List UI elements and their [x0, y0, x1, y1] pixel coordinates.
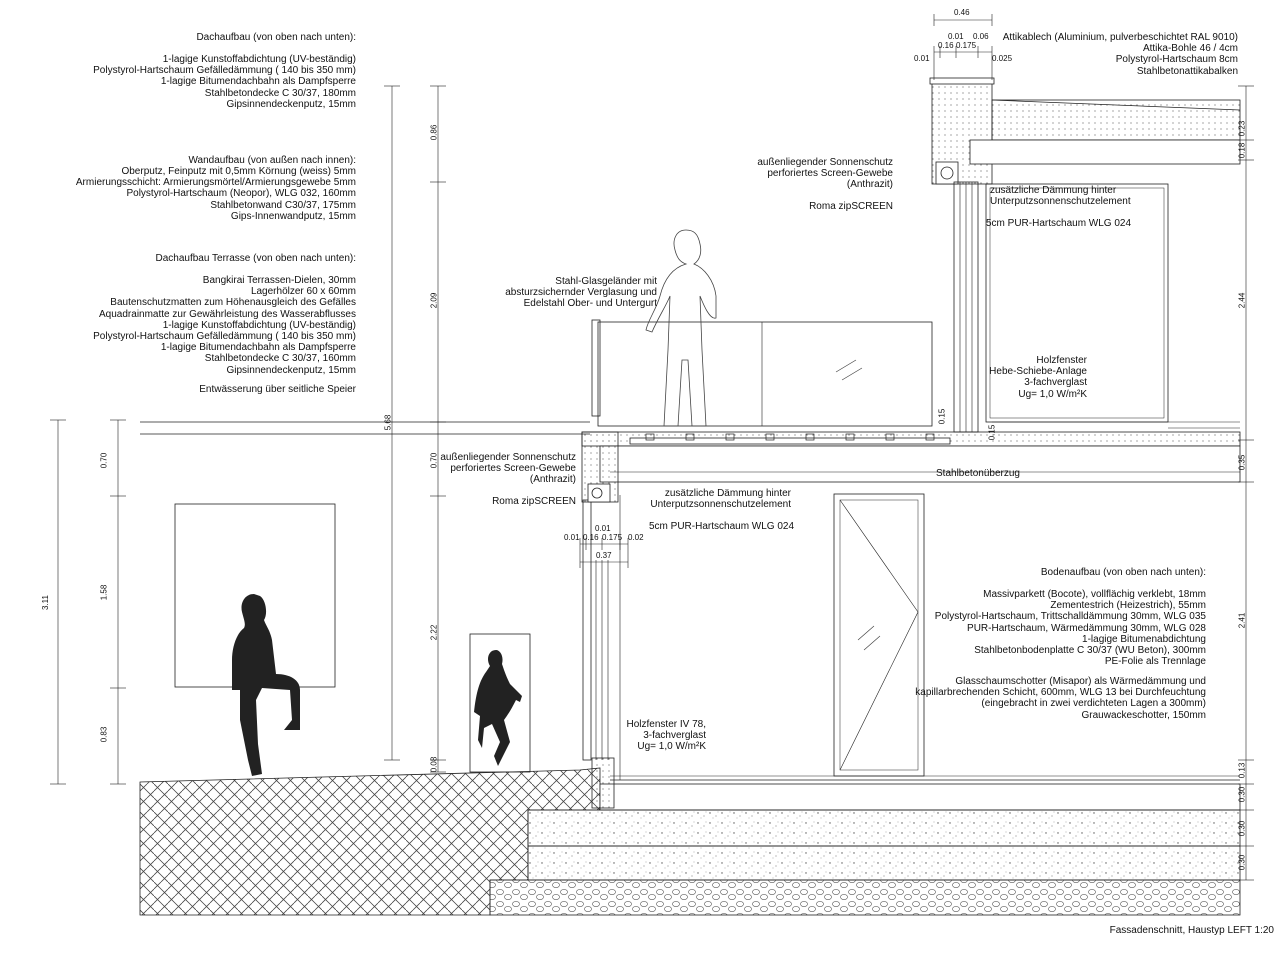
dim-right-023: 0.23	[1237, 120, 1247, 137]
lower-door	[833, 493, 925, 777]
dim-mid-086: 0.86	[429, 124, 439, 141]
glass-foam-gravel-1	[527, 809, 1241, 847]
attika-note: Attikablech (Aluminium, pulverbeschichte…	[1002, 32, 1238, 77]
dim-lower-037: 0.37	[596, 551, 612, 560]
dim-top-046: 0.46	[954, 8, 970, 17]
caption: Fassadenschnitt, Haustyp LEFT 1:20	[1109, 925, 1274, 936]
glass-foam-gravel-2	[527, 845, 1241, 881]
top-dims	[933, 14, 993, 80]
dim-left-083: 0.83	[99, 726, 109, 743]
dim-top-0175: 0.175	[956, 41, 977, 50]
roof-concrete	[969, 139, 1241, 165]
dim-mid-209: 2.09	[429, 292, 439, 309]
lower-dims	[579, 538, 629, 568]
dim-lower-001a: 0.01	[595, 524, 611, 533]
dim-left-158: 1.58	[99, 584, 109, 601]
pur-upper-note: 5cm PUR-Hartschaum WLG 024	[986, 218, 1132, 229]
dim-right-244: 2.44	[1237, 292, 1247, 309]
dim-lower-016: 0.16	[583, 533, 599, 542]
railing-glass	[597, 321, 933, 427]
dim-top-0025: 0.025	[992, 54, 1013, 63]
screen-box-upper	[935, 161, 959, 185]
terrace-drain-note: Entwässerung über seitliche Speier	[199, 384, 356, 395]
terrace-deck	[629, 437, 951, 445]
dim-small-015b: 0.15	[987, 424, 997, 441]
wall-note-lines: Oberputz, Feinputz mit 0,5mm Körnung (we…	[75, 166, 356, 222]
dim-mid-008: 0.08	[429, 756, 439, 773]
dim-right-035: 0.35	[1237, 454, 1247, 471]
sun-upper-note: außenliegender Sonnenschutz perforiertes…	[757, 157, 893, 191]
dim-lower-001b: 0.01	[564, 533, 580, 542]
dim-mid-222: 2.22	[429, 624, 439, 641]
slab-note: Stahlbetonüberzug	[936, 468, 1020, 479]
dim-lower-0175: 0.175	[602, 533, 623, 542]
sun-lower-note: außenliegender Sonnenschutz perforiertes…	[440, 452, 576, 486]
concrete-slab	[599, 445, 1241, 483]
insulation-upper-note: zusätzliche Dämmung hinter Unterputzsonn…	[990, 185, 1131, 208]
lower-window-sill	[591, 757, 615, 809]
woman-silhouette	[232, 594, 300, 776]
deck-joists	[645, 433, 935, 441]
dim-lower-002: 0.02	[628, 533, 644, 542]
dim-top-001b: 0.01	[914, 54, 930, 63]
dim-top-016: 0.16	[938, 41, 954, 50]
dim-left-311: 3.11	[40, 595, 50, 610]
dim-mid-070: 0.70	[429, 452, 439, 469]
dim-top-006: 0.06	[973, 32, 989, 41]
railing-post	[591, 319, 601, 417]
window-lower-note: Holzfenster IV 78, 3-fachverglast Ug= 1,…	[626, 719, 706, 753]
roof-slab	[991, 99, 1241, 141]
roof-note-lines: 1-lagige Kunstoffabdichtung (UV-beständi…	[93, 54, 356, 110]
insulation-lower-note: zusätzliche Dämmung hinter Unterputzsonn…	[650, 488, 791, 511]
dim-right-013: 0.13	[1237, 762, 1247, 779]
dim-top-001a: 0.01	[948, 32, 964, 41]
railing-note: Stahl-Glasgeländer mit absturzsichernder…	[505, 276, 657, 310]
person-outline	[645, 229, 717, 427]
terrace-note-lines: Bangkirai Terrassen-Dielen, 30mm Lagerhö…	[93, 275, 356, 376]
floor-slab	[599, 783, 1241, 811]
floor-note-heading: Bodenaufbau (von oben nach unten):	[1040, 567, 1206, 578]
pur-lower-note: 5cm PUR-Hartschaum WLG 024	[649, 521, 795, 532]
right-dims	[1238, 85, 1254, 881]
dim-right-018: 0.18	[1237, 142, 1247, 159]
floor-note-lines2: Glasschaumschotter (Misapor) als Wärmedä…	[915, 676, 1206, 721]
terrace-note-heading: Dachaufbau Terrasse (von oben nach unten…	[155, 253, 356, 264]
dim-left-070: 0.70	[99, 452, 109, 469]
window-upper-note: Holzfenster Hebe-Schiebe-Anlage 3-fachve…	[989, 355, 1087, 400]
wall-note-heading: Wandaufbau (von außen nach innen):	[188, 155, 356, 166]
attika-cap	[929, 77, 995, 85]
left-dims	[50, 419, 126, 785]
small-window-opening	[469, 633, 531, 773]
floor-note-lines: Massivparkett (Bocote), vollflächig verk…	[934, 589, 1206, 668]
roma-upper-note: Roma zipSCREEN	[809, 201, 893, 212]
child-silhouette	[474, 650, 522, 766]
dim-right-241: 2.41	[1237, 612, 1247, 629]
screen-box-lower	[587, 483, 611, 503]
roma-lower-note: Roma zipSCREEN	[492, 496, 576, 507]
dim-right-030b: 0.30	[1237, 820, 1247, 837]
roof-note-heading: Dachaufbau (von oben nach unten):	[196, 32, 356, 43]
dim-small-015a: 0.15	[937, 408, 947, 425]
dim-right-030c: 0.30	[1237, 854, 1247, 871]
mid-dims	[384, 85, 446, 773]
dim-right-030a: 0.30	[1237, 786, 1247, 803]
dim-mid-568: 5.68	[383, 414, 393, 431]
greywacke-gravel	[489, 879, 1241, 916]
